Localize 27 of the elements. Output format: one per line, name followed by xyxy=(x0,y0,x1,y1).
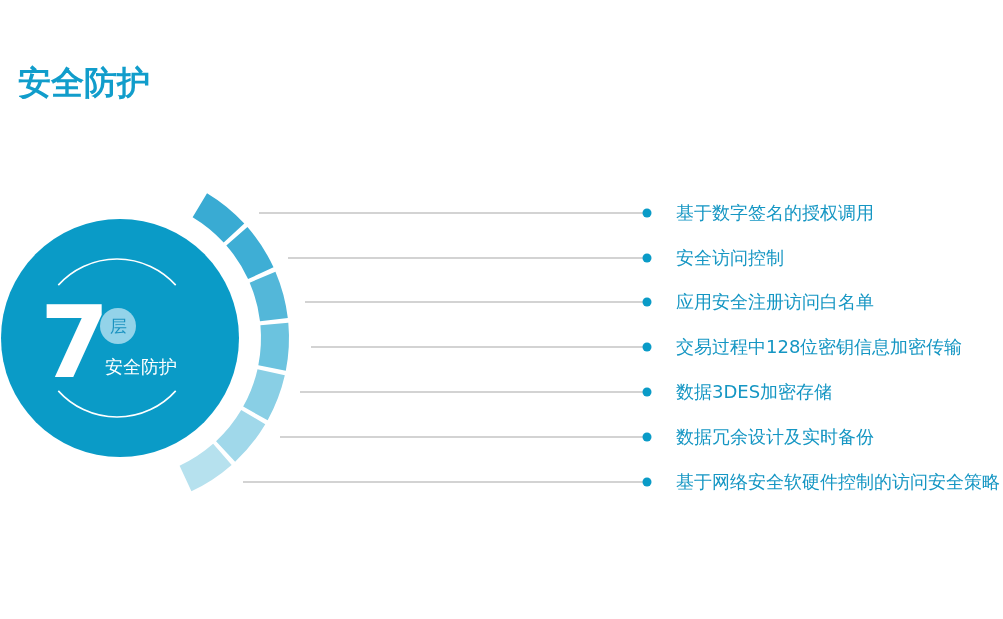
feature-text: 数据3DES加密存储 xyxy=(676,381,833,403)
highlight-circle xyxy=(100,308,136,344)
leader-line xyxy=(279,432,652,442)
ring-segment xyxy=(179,443,232,492)
leader-line xyxy=(304,297,652,307)
big-number: 7 xyxy=(40,305,104,381)
page-title: 安全防护 xyxy=(18,62,150,104)
unit-label: 层 xyxy=(109,316,127,336)
feature-text: 交易过程中128位密钥信息加密传输 xyxy=(676,336,963,358)
feature-text: 应用安全注册访问白名单 xyxy=(676,291,874,313)
leader-line xyxy=(310,342,652,352)
ring-segment xyxy=(192,193,245,243)
leader-line xyxy=(287,253,652,263)
leader-line xyxy=(242,477,652,487)
feature-text: 安全访问控制 xyxy=(676,247,784,269)
feature-text: 基于数字签名的授权调用 xyxy=(676,202,874,224)
leader-line xyxy=(258,208,652,218)
feature-text: 基于网络安全软硬件控制的访问安全策略 xyxy=(676,471,1000,493)
feature-text: 数据冗余设计及实时备份 xyxy=(676,426,874,448)
circle-caption: 安全防护 xyxy=(105,356,177,378)
ring-segment xyxy=(226,227,274,280)
leader-line xyxy=(299,387,652,397)
ring-segment xyxy=(216,410,266,462)
circle-badge xyxy=(1,219,239,457)
ring-segment xyxy=(243,369,285,421)
ring-segment xyxy=(258,322,289,371)
ring-segment xyxy=(249,271,288,322)
